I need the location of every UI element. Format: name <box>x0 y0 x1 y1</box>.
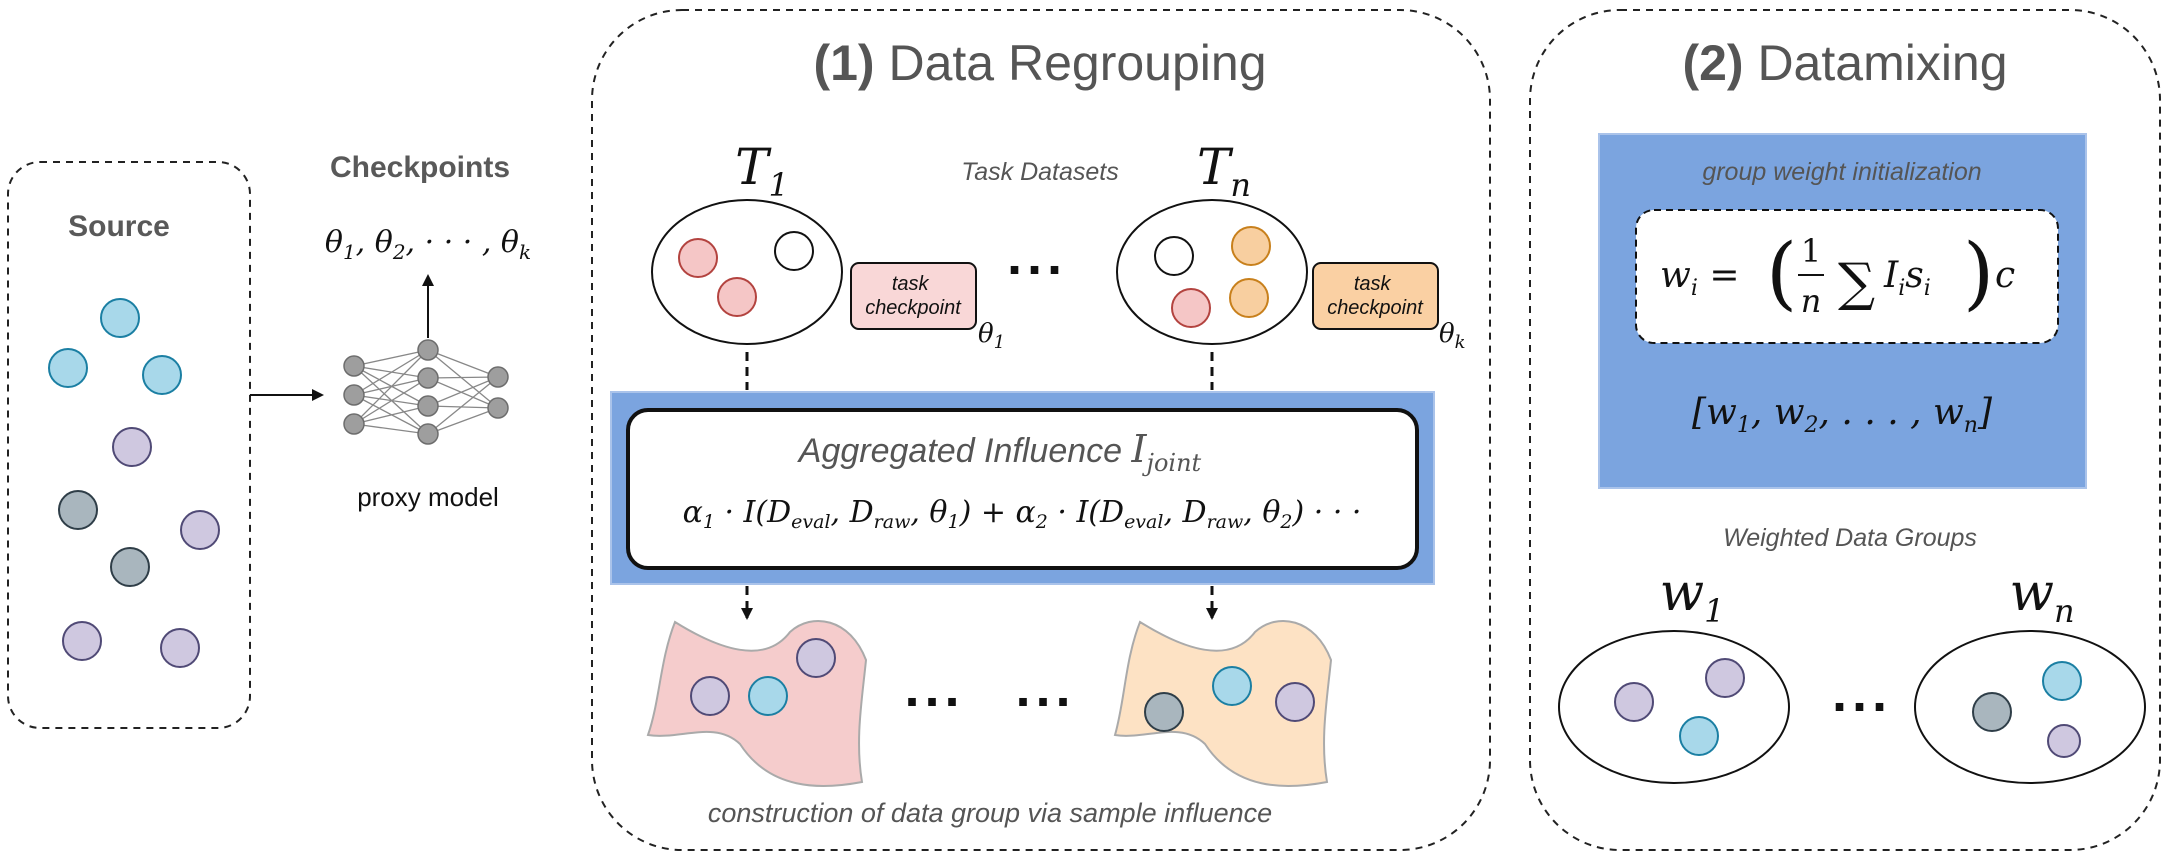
datamixing-title: (2) Datamixing <box>1682 35 2007 91</box>
network-node <box>343 384 365 406</box>
network-node <box>487 366 509 388</box>
groups-ellipsis: ··· ··· <box>905 672 1076 732</box>
checkpoints-thetas: θ1, θ2, · · · , θk <box>325 225 531 264</box>
task-ellipsis: ··· <box>1007 240 1067 300</box>
task-last-point <box>1231 226 1271 266</box>
regrouping-panel <box>591 9 1491 851</box>
weight-init-label: group weight initialization <box>1702 158 1981 186</box>
data-group-point <box>1212 666 1252 706</box>
network-node <box>343 413 365 435</box>
task-first-point <box>717 277 757 317</box>
proxy-model-network <box>343 339 509 445</box>
svg-text:n: n <box>1801 282 1822 320</box>
source-points <box>48 298 220 668</box>
network-edge <box>353 405 429 425</box>
network-edge <box>353 423 429 435</box>
network-node <box>487 397 509 419</box>
svg-text:(: ( <box>1766 226 1797 319</box>
task-last-point <box>1171 288 1211 328</box>
data-group-point <box>1144 692 1184 732</box>
source-label: Source <box>68 210 170 243</box>
weighted-groups-label: Weighted Data Groups <box>1723 524 1977 552</box>
source-point <box>142 355 182 395</box>
weight-last-symbol: wn <box>2009 563 2074 630</box>
svg-text:1: 1 <box>1801 232 1821 270</box>
svg-text:Iisi: Iisi <box>1883 255 1931 301</box>
weighted-group-first <box>1558 630 1790 784</box>
network-edge <box>427 407 499 435</box>
source-point <box>100 298 140 338</box>
task-first-point <box>678 238 718 278</box>
network-edge <box>353 349 429 396</box>
network-edge <box>353 349 429 425</box>
task-first-symbol: T1 <box>735 138 789 204</box>
source-point <box>58 490 98 530</box>
network-edge <box>427 349 499 378</box>
datamixing-panel <box>1529 9 2161 851</box>
task-first-checkpoint-label: task checkpoint <box>865 273 962 319</box>
regrouping-caption: construction of data group via sample in… <box>708 798 1272 828</box>
weights-vector: [w1, w2, . . . , wn] <box>1692 392 1993 438</box>
proxy-model-label: proxy model <box>357 482 499 512</box>
network-edge <box>427 405 499 409</box>
source-point <box>48 348 88 388</box>
weighted-group-point <box>1614 682 1654 722</box>
data-group-point <box>690 676 730 716</box>
svg-text:wi =: wi = <box>1660 255 1739 301</box>
source-point <box>110 547 150 587</box>
network-edge <box>353 349 429 367</box>
task-first-point <box>774 231 814 271</box>
weighted-group-point <box>1972 692 2012 732</box>
data-group-point <box>796 638 836 678</box>
aggregated-influence-label: Aggregated Influence Ijoint <box>797 427 1202 477</box>
aggregated-influence-formula: α1 · I(Deval, Draw, θ1) + α2 · I(Deval, … <box>683 495 1362 533</box>
weight-formula: wi = ( 1 n ∑ Iisi ) c <box>1660 226 2015 320</box>
source-point <box>180 510 220 550</box>
network-edge <box>427 376 499 435</box>
network-node <box>343 355 365 377</box>
svg-text:∑: ∑ <box>1838 253 1875 313</box>
task-last-dataset <box>1116 199 1308 345</box>
task-last-point <box>1154 236 1194 276</box>
source-point <box>160 628 200 668</box>
weight-formula-box <box>1635 209 2059 344</box>
task-first-dataset <box>651 199 843 345</box>
task-first-theta: θ1 <box>978 319 1005 353</box>
regrouping-title: (1) Data Regrouping <box>813 35 1266 91</box>
task-first-checkpoint-box <box>850 262 977 330</box>
data-group-point <box>748 676 788 716</box>
svg-text:c: c <box>1995 255 2015 296</box>
network-node <box>417 367 439 389</box>
checkpoints-label: Checkpoints <box>330 151 510 184</box>
task-last-theta: θk <box>1439 319 1466 353</box>
weighted-group-point <box>1679 716 1719 756</box>
network-node <box>417 339 439 361</box>
weighted-group-last <box>1914 630 2146 784</box>
data-group-point <box>1275 682 1315 722</box>
task-last-symbol: Tn <box>1197 138 1251 204</box>
task-last-checkpoint-label: task checkpoint <box>1327 273 1424 319</box>
task-datasets-label: Task Datasets <box>961 158 1118 186</box>
network-edge <box>353 377 429 425</box>
weighted-group-point <box>2047 724 2081 758</box>
network-edge <box>427 376 499 379</box>
network-node <box>417 423 439 445</box>
network-node <box>417 395 439 417</box>
source-point <box>62 621 102 661</box>
network-edge <box>427 376 499 407</box>
source-point <box>112 427 152 467</box>
weighted-group-point <box>1705 658 1745 698</box>
network-edge <box>427 349 499 409</box>
weighted-group-point <box>2042 661 2082 701</box>
task-last-checkpoint-box <box>1312 262 1439 330</box>
task-last-point <box>1229 278 1269 318</box>
svg-text:): ) <box>1963 226 1994 319</box>
weight-first-symbol: w1 <box>1660 563 1725 630</box>
weighted-groups-ellipsis: ··· <box>1832 677 1892 737</box>
network-edge <box>427 377 499 409</box>
aggregated-influence-box <box>626 408 1419 570</box>
